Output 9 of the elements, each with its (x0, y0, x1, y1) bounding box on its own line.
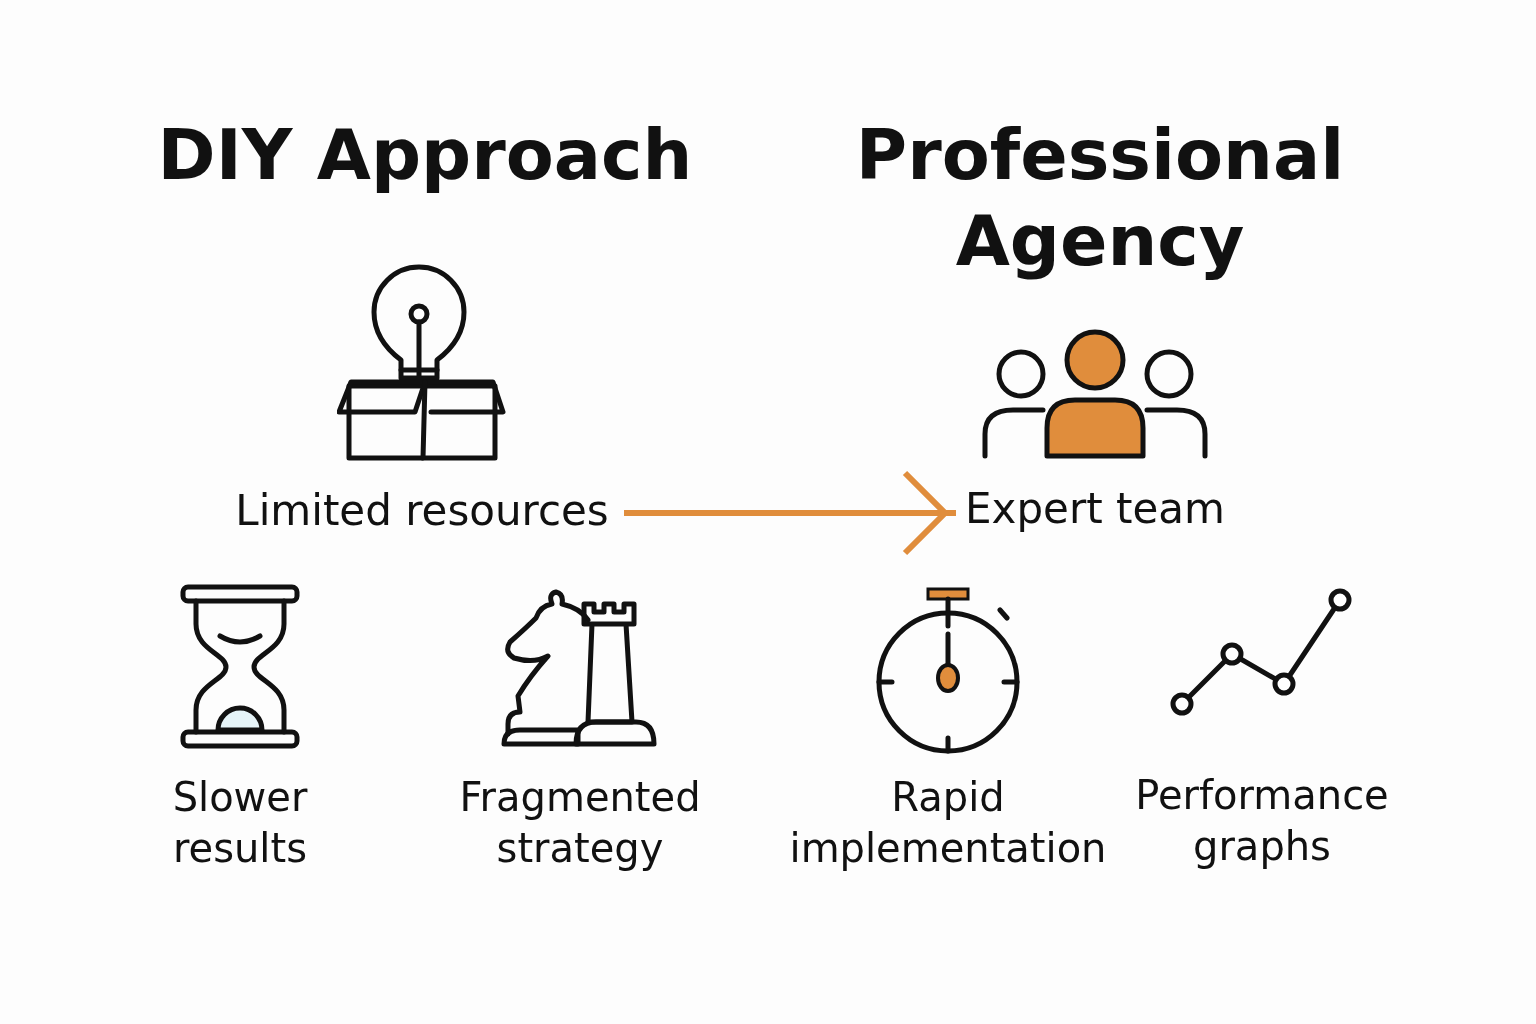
column-heading: Professional Agency (854, 113, 1346, 284)
arrow (624, 470, 956, 556)
column-heading: DIY Approach (156, 113, 694, 198)
item-caption: Limited resources (234, 485, 610, 537)
item-caption: Slower results (171, 773, 309, 874)
item-caption: Rapid implementation (788, 773, 1108, 874)
item-caption: Fragmented strategy (458, 773, 702, 874)
item-caption: Performance graphs (1134, 771, 1390, 872)
item-caption: Expert team (964, 483, 1226, 535)
